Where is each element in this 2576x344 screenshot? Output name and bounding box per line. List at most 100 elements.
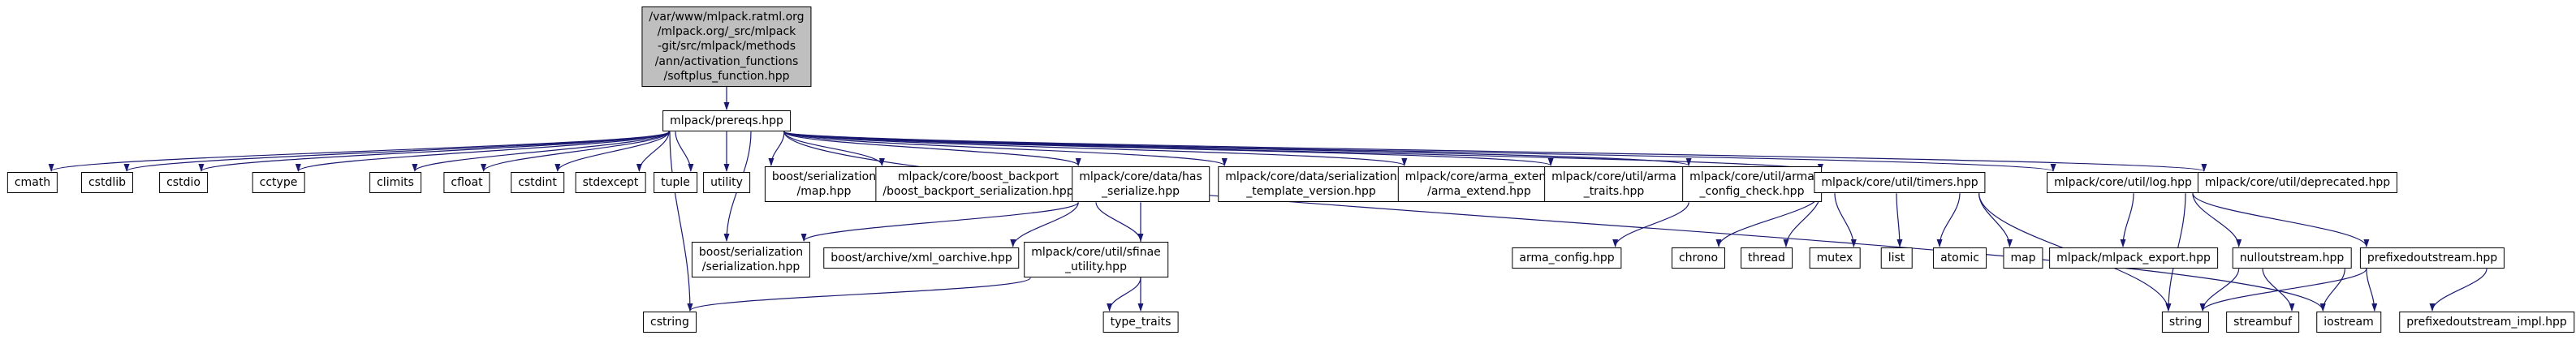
graph-node-mlpack_export[interactable]: mlpack/mlpack_export.hpp bbox=[2049, 247, 2218, 269]
graph-node-root: /var/www/mlpack.ratml.org/mlpack.org/_sr… bbox=[641, 6, 812, 87]
graph-node-label: mlpack/mlpack_export.hpp bbox=[2056, 252, 2211, 264]
include-edge-prereqs-to-cctype bbox=[296, 131, 670, 172]
graph-node-atomic: atomic bbox=[1933, 247, 1987, 269]
graph-node-cctype: cctype bbox=[252, 172, 305, 194]
graph-node-arma_config_check[interactable]: mlpack/core/util/arma _config_check.hpp bbox=[1682, 166, 1822, 203]
include-edge-nulloutstream-to-iostream bbox=[2319, 269, 2345, 312]
include-edge-has_serialize-to-xml_oarchive bbox=[1010, 202, 1079, 247]
include-edge-prereqs-to-boost_backport bbox=[783, 131, 885, 166]
graph-node-cstdint: cstdint bbox=[511, 172, 564, 194]
graph-node-type_traits: type_traits bbox=[1102, 312, 1179, 333]
graph-node-prereqs[interactable]: mlpack/prereqs.hpp bbox=[662, 110, 791, 132]
graph-node-string: string bbox=[2161, 312, 2210, 333]
graph-node-boost_ser_map: boost/serialization/map.hpp bbox=[764, 166, 884, 203]
include-edge-log-to-nulloutstream bbox=[2192, 193, 2242, 247]
graph-node-label: mlpack/core/util/arma bbox=[1689, 170, 1814, 183]
include-edge-prereqs-to-cstdio bbox=[198, 131, 670, 172]
graph-node-arma_extend[interactable]: mlpack/core/arma_extend/arma_extend.hpp bbox=[1397, 166, 1561, 203]
graph-node-serialization: boost/serialization/serialization.hpp bbox=[691, 242, 811, 278]
graph-node-nulloutstream[interactable]: nulloutstream.hpp bbox=[2232, 247, 2352, 269]
graph-node-map: map bbox=[2003, 247, 2043, 269]
include-edge-arma_config_check-to-arma_config bbox=[1612, 202, 1689, 247]
graph-node-timers[interactable]: mlpack/core/util/timers.hpp bbox=[1814, 172, 1986, 194]
graph-node-label: /ann/activation_functions bbox=[654, 54, 799, 68]
include-edge-timers-to-list bbox=[1896, 193, 1903, 247]
include-edge-prereqs-to-stdexcept bbox=[636, 131, 670, 172]
include-edge-nulloutstream-to-string bbox=[2199, 269, 2240, 312]
graph-node-thread: thread bbox=[1741, 247, 1793, 269]
graph-node-label: _utility.hpp bbox=[1065, 260, 1127, 274]
include-edge-prereqs-to-ser_template_version bbox=[783, 131, 1228, 166]
graph-node-cstdio: cstdio bbox=[159, 172, 208, 194]
graph-node-label: _traits.hpp bbox=[1583, 185, 1645, 199]
graph-node-iostream: iostream bbox=[2316, 312, 2381, 333]
graph-node-label: cstdlib bbox=[88, 176, 127, 189]
graph-node-label: tuple bbox=[661, 176, 690, 189]
graph-node-chrono: chrono bbox=[1671, 247, 1726, 269]
graph-node-label: prefixedoutstream.hpp bbox=[2367, 252, 2498, 264]
graph-node-label: mlpack/core/util/sfinae bbox=[1031, 246, 1161, 259]
graph-node-label: cctype bbox=[259, 176, 298, 189]
graph-node-label: map bbox=[2010, 252, 2036, 264]
graph-node-stdexcept: stdexcept bbox=[575, 172, 646, 194]
graph-node-prefixedoutstream_impl[interactable]: prefixedoutstream_impl.hpp bbox=[2399, 312, 2574, 333]
graph-node-label: stdexcept bbox=[582, 176, 639, 189]
graph-node-cfloat: cfloat bbox=[443, 172, 490, 194]
graph-node-label: /mlpack.org/_src/mlpack bbox=[657, 25, 796, 39]
graph-node-label: cstdint bbox=[518, 176, 557, 189]
include-edge-timers-to-atomic bbox=[1936, 193, 1961, 247]
graph-node-label: /arma_extend.hpp bbox=[1427, 185, 1531, 199]
graph-node-climits: climits bbox=[369, 172, 421, 194]
include-edge-prereqs-to-climits bbox=[412, 131, 670, 172]
include-edge-prereqs-to-cstdint bbox=[554, 131, 670, 172]
include-edge-has_serialize-to-sfinae bbox=[1095, 202, 1144, 242]
graph-node-label: mlpack/core/util/arma bbox=[1551, 170, 1676, 183]
graph-node-deprecated[interactable]: mlpack/core/util/deprecated.hpp bbox=[2197, 172, 2398, 194]
graph-node-label: cfloat bbox=[451, 176, 483, 189]
graph-node-cstdlib: cstdlib bbox=[80, 172, 134, 194]
graph-node-list: list bbox=[1880, 247, 1913, 269]
graph-node-label: mlpack/core/util/deprecated.hpp bbox=[2204, 176, 2391, 189]
graph-node-arma_config[interactable]: arma_config.hpp bbox=[1512, 247, 1622, 269]
graph-node-log[interactable]: mlpack/core/util/log.hpp bbox=[2047, 172, 2199, 194]
include-edge-sfinae-to-type_traits bbox=[1107, 277, 1141, 312]
graph-node-label: climits bbox=[377, 176, 414, 189]
graph-node-label: /boost_backport_serialization.hpp bbox=[882, 185, 1074, 199]
include-edge-prereqs-to-arma_config_check bbox=[783, 131, 1692, 166]
graph-node-label: /softplus_function.hpp bbox=[663, 69, 790, 83]
graph-node-label: mlpack/core/data/has bbox=[1079, 170, 1202, 183]
include-edge-timers-to-mutex bbox=[1834, 193, 1857, 247]
graph-node-label: -git/src/mlpack/methods bbox=[657, 40, 796, 54]
graph-node-mutex: mutex bbox=[1809, 247, 1861, 269]
graph-node-xml_oarchive: boost/archive/xml_oarchive.hpp bbox=[823, 247, 1020, 269]
graph-node-label: utility bbox=[710, 176, 743, 189]
graph-node-has_serialize[interactable]: mlpack/core/data/has_serialize.hpp bbox=[1072, 166, 1210, 203]
graph-node-prefixedoutstream[interactable]: prefixedoutstream.hpp bbox=[2359, 247, 2505, 269]
include-edge-prefixedoutstream-to-iostream bbox=[2366, 269, 2378, 312]
include-edge-prereqs-to-cfloat bbox=[481, 131, 670, 172]
graph-node-label: chrono bbox=[1678, 252, 1719, 264]
graph-node-label: cmath bbox=[14, 176, 51, 189]
include-edge-has_serialize-to-serialization bbox=[800, 201, 1079, 242]
include-edge-sfinae-to-cstring bbox=[687, 277, 1031, 312]
include-edge-log-to-mlpack_export bbox=[2120, 193, 2134, 247]
graph-node-label: cstring bbox=[650, 316, 689, 329]
graph-node-label: mlpack/core/data/serialization bbox=[1225, 170, 1397, 183]
graph-node-label: nulloutstream.hpp bbox=[2239, 252, 2345, 264]
graph-node-ser_template_version[interactable]: mlpack/core/data/serialization_template_… bbox=[1218, 166, 1405, 203]
graph-node-label: /serialization.hpp bbox=[701, 260, 800, 274]
graph-node-utility: utility bbox=[703, 172, 750, 194]
graph-node-label: list bbox=[1888, 252, 1905, 264]
include-edge-prereqs-to-cstdlib bbox=[123, 131, 670, 172]
graph-node-boost_backport[interactable]: mlpack/core/boost_backport/boost_backpor… bbox=[875, 166, 1081, 203]
graph-node-tuple: tuple bbox=[654, 172, 697, 194]
graph-node-sfinae[interactable]: mlpack/core/util/sfinae_utility.hpp bbox=[1024, 242, 1168, 278]
graph-node-label: string bbox=[2168, 316, 2203, 329]
graph-node-arma_traits[interactable]: mlpack/core/util/arma _traits.hpp bbox=[1544, 166, 1684, 203]
graph-node-label: mlpack/core/util/timers.hpp bbox=[1821, 176, 1978, 189]
graph-node-label: prefixedoutstream_impl.hpp bbox=[2406, 316, 2567, 329]
graph-node-label: mlpack/prereqs.hpp bbox=[670, 114, 783, 127]
graph-node-label: _config_check.hpp bbox=[1699, 185, 1805, 199]
